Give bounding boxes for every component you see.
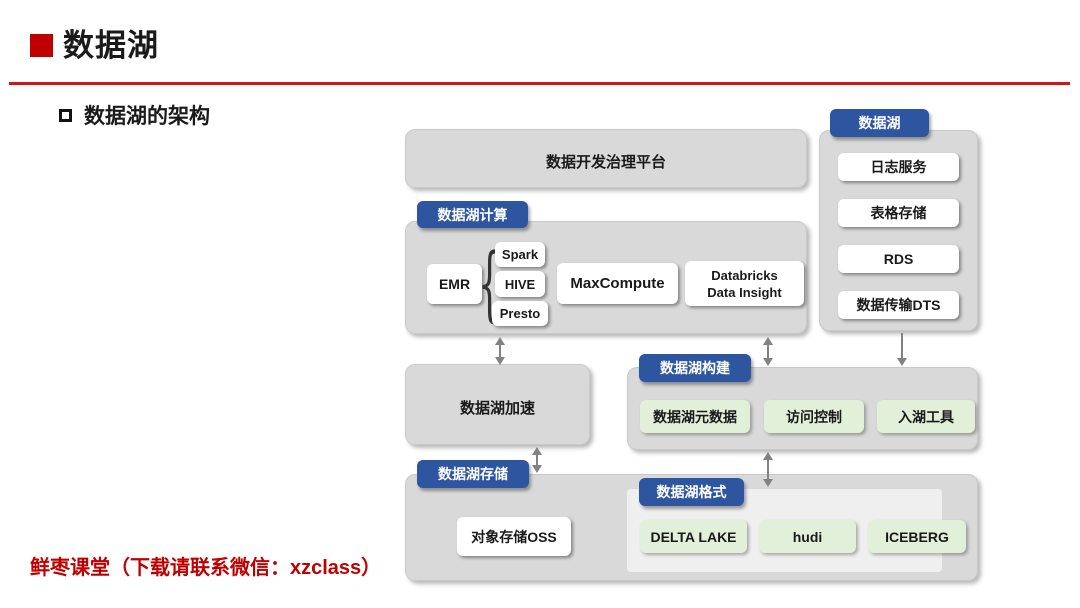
sources-section-label: 数据湖 <box>830 109 929 137</box>
arrow-build-format <box>763 452 773 487</box>
oss-chip: 对象存储OSS <box>457 517 571 556</box>
header-divider <box>9 82 1070 85</box>
maxcompute-chip: MaxCompute <box>557 263 678 304</box>
subtitle-bullet-icon <box>59 109 72 122</box>
access-control-chip: 访问控制 <box>764 400 864 433</box>
delta-lake-chip: DELTA LAKE <box>640 520 747 553</box>
hudi-chip: hudi <box>759 520 856 553</box>
arrow-compute-acceleration <box>495 337 505 365</box>
acceleration-box-label: 数据湖加速 <box>459 400 535 417</box>
emr-chip: EMR <box>427 264 482 304</box>
table-store-chip: 表格存储 <box>838 199 959 227</box>
iceberg-chip: ICEBERG <box>868 520 966 553</box>
presto-chip: Presto <box>492 301 548 326</box>
title-bullet-icon <box>30 34 53 57</box>
arrow-sources-build <box>897 333 907 366</box>
ingestion-tool-chip: 入湖工具 <box>877 400 975 433</box>
metadata-chip: 数据湖元数据 <box>640 400 750 433</box>
databricks-chip: Databricks Data Insight <box>685 261 804 306</box>
arrow-acceleration-storage <box>532 447 542 473</box>
rds-chip: RDS <box>838 245 959 273</box>
databricks-line1: Databricks <box>711 267 778 283</box>
build-section-label: 数据湖构建 <box>639 354 751 382</box>
platform-box: 数据开发治理平台 <box>405 129 807 188</box>
page-title: 数据湖 <box>63 28 159 63</box>
dts-chip: 数据传输DTS <box>838 291 959 319</box>
page-subtitle: 数据湖的架构 <box>84 105 210 128</box>
footer-watermark: 鲜枣课堂（下载请联系微信：xzclass） <box>30 557 382 579</box>
compute-section-label: 数据湖计算 <box>417 201 528 228</box>
log-service-chip: 日志服务 <box>838 153 959 181</box>
hive-chip: HIVE <box>495 271 545 297</box>
platform-box-label: 数据开发治理平台 <box>545 154 666 171</box>
format-section-label: 数据湖格式 <box>639 478 744 506</box>
acceleration-box: 数据湖加速 <box>405 364 590 445</box>
databricks-line2: Data Insight <box>707 284 782 300</box>
arrow-compute-build <box>763 337 773 366</box>
spark-chip: Spark <box>495 242 545 267</box>
storage-section-label: 数据湖存储 <box>417 460 529 488</box>
